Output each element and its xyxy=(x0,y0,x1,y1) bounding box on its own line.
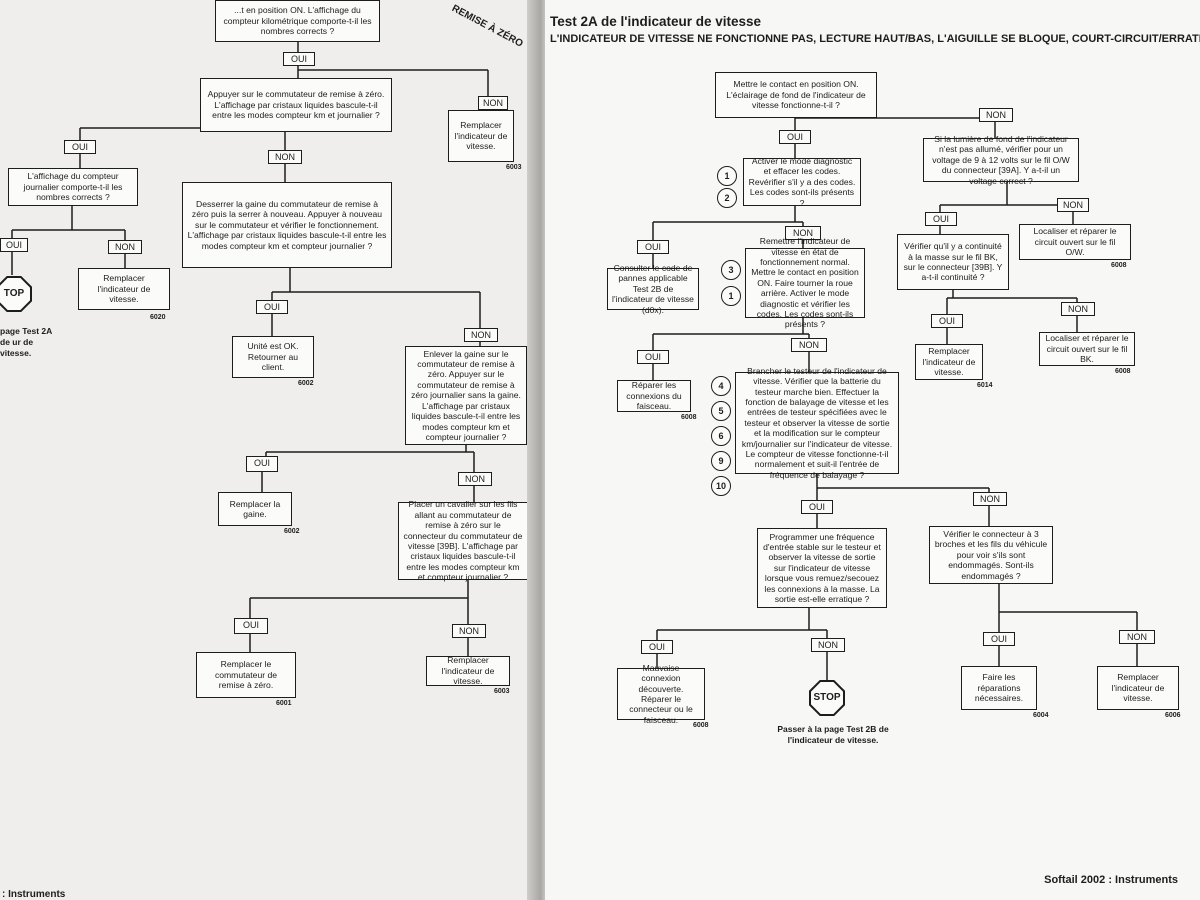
stop-sign-text: TOP xyxy=(0,278,30,310)
code-6008: 6008 xyxy=(681,414,697,421)
question-desserrer-gaine: Desserrer la gaine du commutateur de rem… xyxy=(182,182,392,268)
question-journalier: L'affichage du compteur journalier compo… xyxy=(8,168,138,206)
label-non: NON xyxy=(1057,198,1089,212)
code-6014: 6014 xyxy=(977,382,993,389)
result-reparer-faisceau: Réparer les connexions du faisceau. xyxy=(617,380,691,412)
label-oui: OUI xyxy=(637,240,669,254)
result-unite-ok: Unité est OK. Retourner au client. xyxy=(232,336,314,378)
result-mauvaise-connexion: Mauvaise connexion découverte. Réparer l… xyxy=(617,663,705,725)
stop-note: Passer à la page Test 2B de l'indicateur… xyxy=(777,724,889,745)
result-localiser-bk: Localiser et réparer le circuit ouvert s… xyxy=(1039,332,1135,366)
code-6003: 6003 xyxy=(494,688,510,695)
step-number: 2 xyxy=(717,188,737,208)
question-cavalier: Placer un cavalier sur les fils allant a… xyxy=(398,499,528,582)
label-non: NON xyxy=(478,96,508,110)
label-non: NON xyxy=(973,492,1007,506)
result-remplacer-gaine: Remplacer la gaine. xyxy=(218,492,292,526)
question-appuyer-commutateur: Appuyer sur le commutateur de remise à z… xyxy=(200,78,392,132)
question-remettre-indicateur: Remettre l'indicateur de vitesse en état… xyxy=(745,236,865,329)
step-number: 10 xyxy=(711,476,731,496)
code-6002: 6002 xyxy=(298,380,314,387)
code-6001: 6001 xyxy=(276,700,292,707)
question-connecteur-3-broches: Vérifier le connecteur à 3 broches et le… xyxy=(929,526,1053,584)
code-6004: 6004 xyxy=(1033,712,1049,719)
result-remplacer-commutateur: Remplacer le commutateur de remise à zér… xyxy=(196,652,296,698)
step-number: 1 xyxy=(721,286,741,306)
label-non: NON xyxy=(458,472,492,486)
stop-sign: STOP xyxy=(809,680,845,716)
result-remplacer-indicateur: Remplacer l'indicateur de vitesse. xyxy=(915,344,983,380)
page-footer: Softail 2002 : Instruments xyxy=(1044,874,1178,886)
label-oui: OUI xyxy=(801,500,833,514)
code-6008: 6008 xyxy=(1111,262,1127,269)
step-number: 6 xyxy=(711,426,731,446)
label-non: NON xyxy=(785,226,821,240)
step-number: 5 xyxy=(711,401,731,421)
label-non: NON xyxy=(268,150,302,164)
stop-note: page Test 2A de ur de vitesse. xyxy=(0,326,52,358)
code-6006: 6006 xyxy=(1165,712,1181,719)
label-non: NON xyxy=(979,108,1013,122)
step-number: 9 xyxy=(711,451,731,471)
question-brancher-testeur: Brancher le testeur de l'indicateur de v… xyxy=(735,366,899,480)
label-oui: OUI xyxy=(983,632,1015,646)
page-title: Test 2A de l'indicateur de vitesse xyxy=(550,14,762,29)
left-page: REMISE À ZÉRO ...t en position ON. L'aff… xyxy=(0,0,545,900)
step-number: 3 xyxy=(721,260,741,280)
code-6002: 6002 xyxy=(284,528,300,535)
question-continuite-masse: Vérifier qu'il y a continuité à la masse… xyxy=(897,234,1009,290)
label-non: NON xyxy=(811,638,845,652)
label-oui: OUI xyxy=(256,300,288,314)
code-6008: 6008 xyxy=(1115,368,1131,375)
label-oui: OUI xyxy=(234,618,268,634)
label-oui: OUI xyxy=(637,350,669,364)
label-oui: OUI xyxy=(64,140,96,154)
right-flowchart-lines xyxy=(652,108,1138,680)
question-enlever-gaine: Enlever la gaine sur le commutateur de r… xyxy=(405,346,527,445)
result-remplacer-indicateur: Remplacer l'indicateur de vitesse. xyxy=(1097,666,1179,710)
code-6003: 6003 xyxy=(506,164,522,171)
step-number: 1 xyxy=(717,166,737,186)
label-non: NON xyxy=(1119,630,1155,644)
question-compteur-km: ...t en position ON. L'affichage du comp… xyxy=(215,0,380,42)
label-non: NON xyxy=(1061,302,1095,316)
label-non: NON xyxy=(464,328,498,342)
label-oui: OUI xyxy=(283,52,315,66)
label-oui: OUI xyxy=(931,314,963,328)
result-remplacer-indicateur: Remplacer l'indicateur de vitesse. xyxy=(78,268,170,310)
left-flowchart-lines xyxy=(11,42,489,656)
question-contact-on: Mettre le contact en position ON. L'écla… xyxy=(715,72,877,118)
question-mode-diagnostic: Activer le mode diagnostic et effacer le… xyxy=(743,156,861,208)
label-non: NON xyxy=(791,338,827,352)
label-oui: OUI xyxy=(641,640,673,654)
code-6020: 6020 xyxy=(150,314,166,321)
label-oui: OUI xyxy=(779,130,811,144)
step-number: 4 xyxy=(711,376,731,396)
result-localiser-ow: Localiser et réparer le circuit ouvert s… xyxy=(1019,224,1131,260)
question-lumiere-fond: Si la lumière de fond de l'indicateur n'… xyxy=(923,134,1079,186)
label-non: NON xyxy=(108,240,142,254)
left-footer: : Instruments xyxy=(2,889,66,900)
question-programmer-frequence: Programmer une fréquence d'entrée stable… xyxy=(757,528,887,608)
label-oui: OUI xyxy=(246,456,278,472)
result-remplacer-indicateur: Remplacer l'indicateur de vitesse. xyxy=(426,655,510,686)
result-remplacer-indicateur: Remplacer l'indicateur de vitesse. xyxy=(448,110,514,162)
label-oui: OUI xyxy=(925,212,957,226)
code-6008: 6008 xyxy=(693,722,709,729)
stop-sign: TOP xyxy=(0,276,32,312)
result-faire-reparations: Faire les réparations nécessaires. xyxy=(961,666,1037,710)
label-non: NON xyxy=(452,624,486,638)
right-page: Test 2A de l'indicateur de vitesse L'IND… xyxy=(545,0,1200,900)
result-consulter-code: Consulter le code de pannes applicable T… xyxy=(607,263,699,315)
stop-sign-text: STOP xyxy=(811,682,843,714)
page-subtitle: L'INDICATEUR DE VITESSE NE FONCTIONNE PA… xyxy=(550,33,1200,45)
label-oui: OUI xyxy=(0,238,28,252)
